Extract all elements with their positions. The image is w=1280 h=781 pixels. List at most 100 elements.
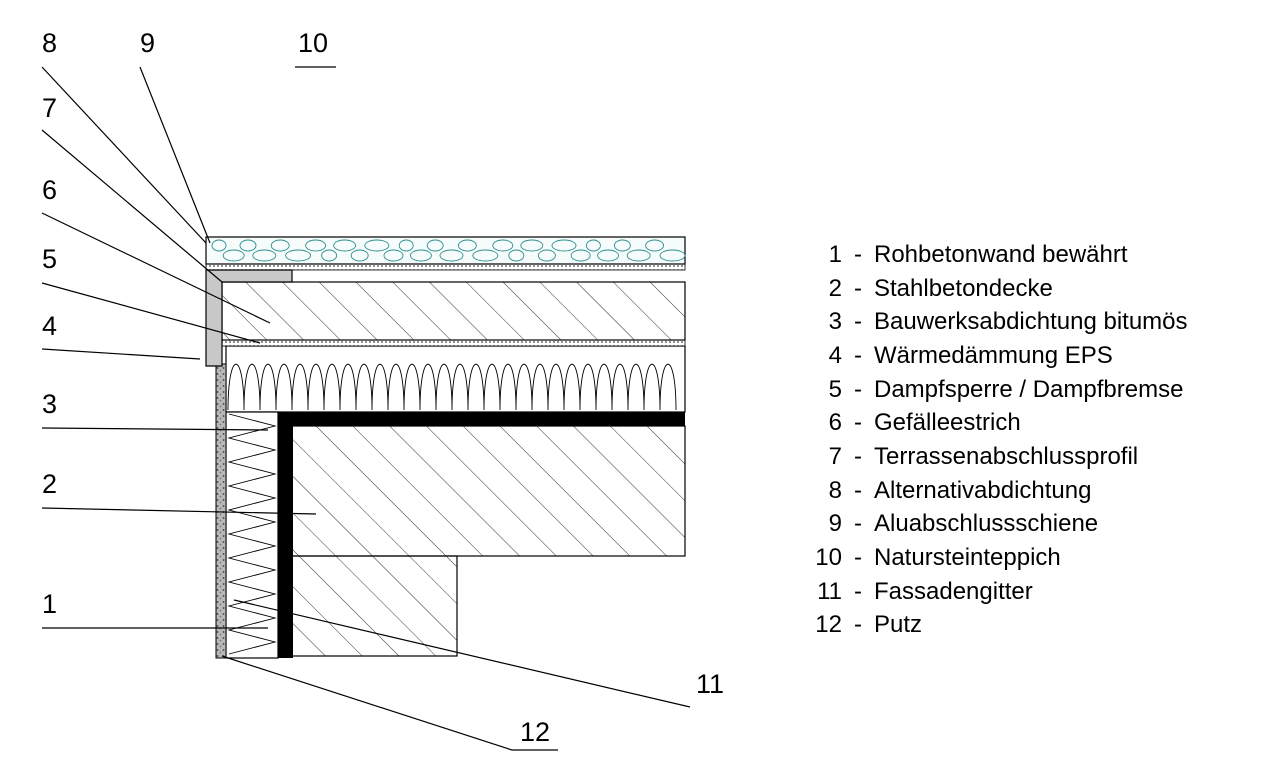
legend-number: 5 [828, 375, 842, 403]
stone-grain [364, 239, 390, 252]
legend-item: 3-Bauwerksabdichtung bitumös [804, 305, 1274, 339]
sloped-screed [221, 281, 686, 341]
concrete-slab [291, 425, 686, 657]
stone-grain [508, 249, 525, 262]
legend-number: 9 [828, 510, 842, 538]
legend-number: 3 [828, 308, 842, 336]
plaster-layer [215, 363, 227, 659]
legend: 1-Rohbetonwand bewährt 2-Stahlbetondecke… [804, 238, 1274, 642]
stone-grain [426, 239, 444, 252]
stone-grain [398, 239, 414, 252]
legend-label: Natursteinteppich [874, 544, 1061, 572]
callout-11: 11 [696, 669, 724, 699]
legend-separator: - [854, 611, 862, 639]
legend-separator: - [854, 308, 862, 336]
legend-number: 10 [815, 544, 842, 572]
callout-2: 2 [42, 469, 57, 499]
legend-separator: - [854, 409, 862, 437]
stone-grain [570, 249, 591, 262]
stone-carpet [205, 236, 686, 265]
legend-separator: - [854, 510, 862, 538]
vapour-barrier [221, 339, 686, 347]
legend-number: 2 [828, 274, 842, 302]
wall-insulation [225, 411, 279, 659]
legend-label: Putz [874, 611, 923, 639]
legend-item: 6-Gefälleestrich [804, 406, 1274, 440]
stone-grain [222, 249, 245, 262]
legend-separator: - [854, 240, 862, 268]
alternative-sealing [205, 263, 686, 271]
stone-grain [645, 239, 665, 252]
legend-label: Wärmedämmung EPS [874, 341, 1113, 369]
stone-grain [409, 249, 432, 262]
legend-separator: - [854, 476, 862, 504]
legend-item: 9-Aluabschlussschiene [804, 508, 1274, 542]
legend-item: 7-Terrassenabschlussprofil [804, 440, 1274, 474]
legend-separator: - [854, 544, 862, 572]
legend-label: Bauwerksabdichtung bitumös [874, 308, 1188, 336]
legend-number: 12 [815, 611, 842, 639]
legend-label: Gefälleestrich [874, 409, 1021, 437]
stone-grain [659, 249, 686, 262]
stone-grain [520, 239, 544, 252]
legend-separator: - [854, 341, 862, 369]
legend-label: Terrassenabschlussprofil [874, 442, 1139, 470]
legend-number: 4 [828, 341, 842, 369]
callout-7: 7 [42, 93, 57, 123]
legend-separator: - [854, 375, 862, 403]
stone-grain [270, 239, 290, 252]
stone-grain [537, 249, 556, 262]
stone-grain [492, 239, 514, 252]
callout-6: 6 [42, 175, 57, 205]
legend-number: 8 [828, 476, 842, 504]
stone-grain [457, 239, 477, 252]
legend-item: 1-Rohbetonwand bewährt [804, 238, 1274, 272]
stone-grain [472, 249, 499, 262]
callout-10: 10 [298, 28, 328, 58]
stone-grain [551, 239, 577, 252]
legend-number: 6 [828, 409, 842, 437]
legend-item: 10-Natursteinteppich [804, 541, 1274, 575]
callout-12: 12 [520, 717, 550, 747]
legend-separator: - [854, 274, 862, 302]
legend-number: 7 [828, 442, 842, 470]
legend-number: 1 [828, 240, 842, 268]
legend-item: 12-Putz [804, 609, 1274, 643]
stone-grain [333, 239, 357, 252]
stone-grain [285, 249, 312, 262]
callout-9: 9 [140, 28, 155, 58]
legend-separator: - [854, 442, 862, 470]
stone-grain [252, 249, 277, 262]
legend-label: Rohbetonwand bewährt [874, 240, 1128, 268]
stone-grain [383, 249, 404, 262]
stone-grain [239, 239, 257, 252]
callout-3: 3 [42, 389, 57, 419]
legend-label: Dampfsperre / Dampfbremse [874, 375, 1184, 403]
stone-grain [305, 239, 327, 252]
stone-grain [439, 249, 464, 262]
stone-grain [321, 249, 338, 262]
legend-separator: - [854, 577, 862, 605]
legend-label: Alternativabdichtung [874, 476, 1092, 504]
legend-item: 4-Wärmedämmung EPS [804, 339, 1274, 373]
legend-item: 2-Stahlbetondecke [804, 272, 1274, 306]
legend-label: Aluabschlussschiene [874, 510, 1099, 538]
callout-5: 5 [42, 244, 57, 274]
legend-number: 11 [817, 577, 842, 605]
stone-grain [597, 249, 620, 262]
stone-grain [211, 239, 227, 252]
callout-labels: 8 9 10 7 6 5 4 3 2 1 11 12 [42, 28, 724, 747]
stone-grain [613, 239, 631, 252]
callout-1: 1 [42, 589, 57, 619]
leader-lines [41, 66, 691, 751]
stone-grain [585, 239, 601, 252]
legend-label: Stahlbetondecke [874, 274, 1053, 302]
callout-4: 4 [42, 311, 57, 341]
legend-item: 8-Alternativabdichtung [804, 474, 1274, 508]
roof-insulation [225, 345, 686, 413]
stone-grain [626, 249, 651, 262]
legend-item: 11-Fassadengitter [804, 575, 1274, 609]
stone-grain [350, 249, 369, 262]
waterproofing-layer [278, 412, 685, 658]
